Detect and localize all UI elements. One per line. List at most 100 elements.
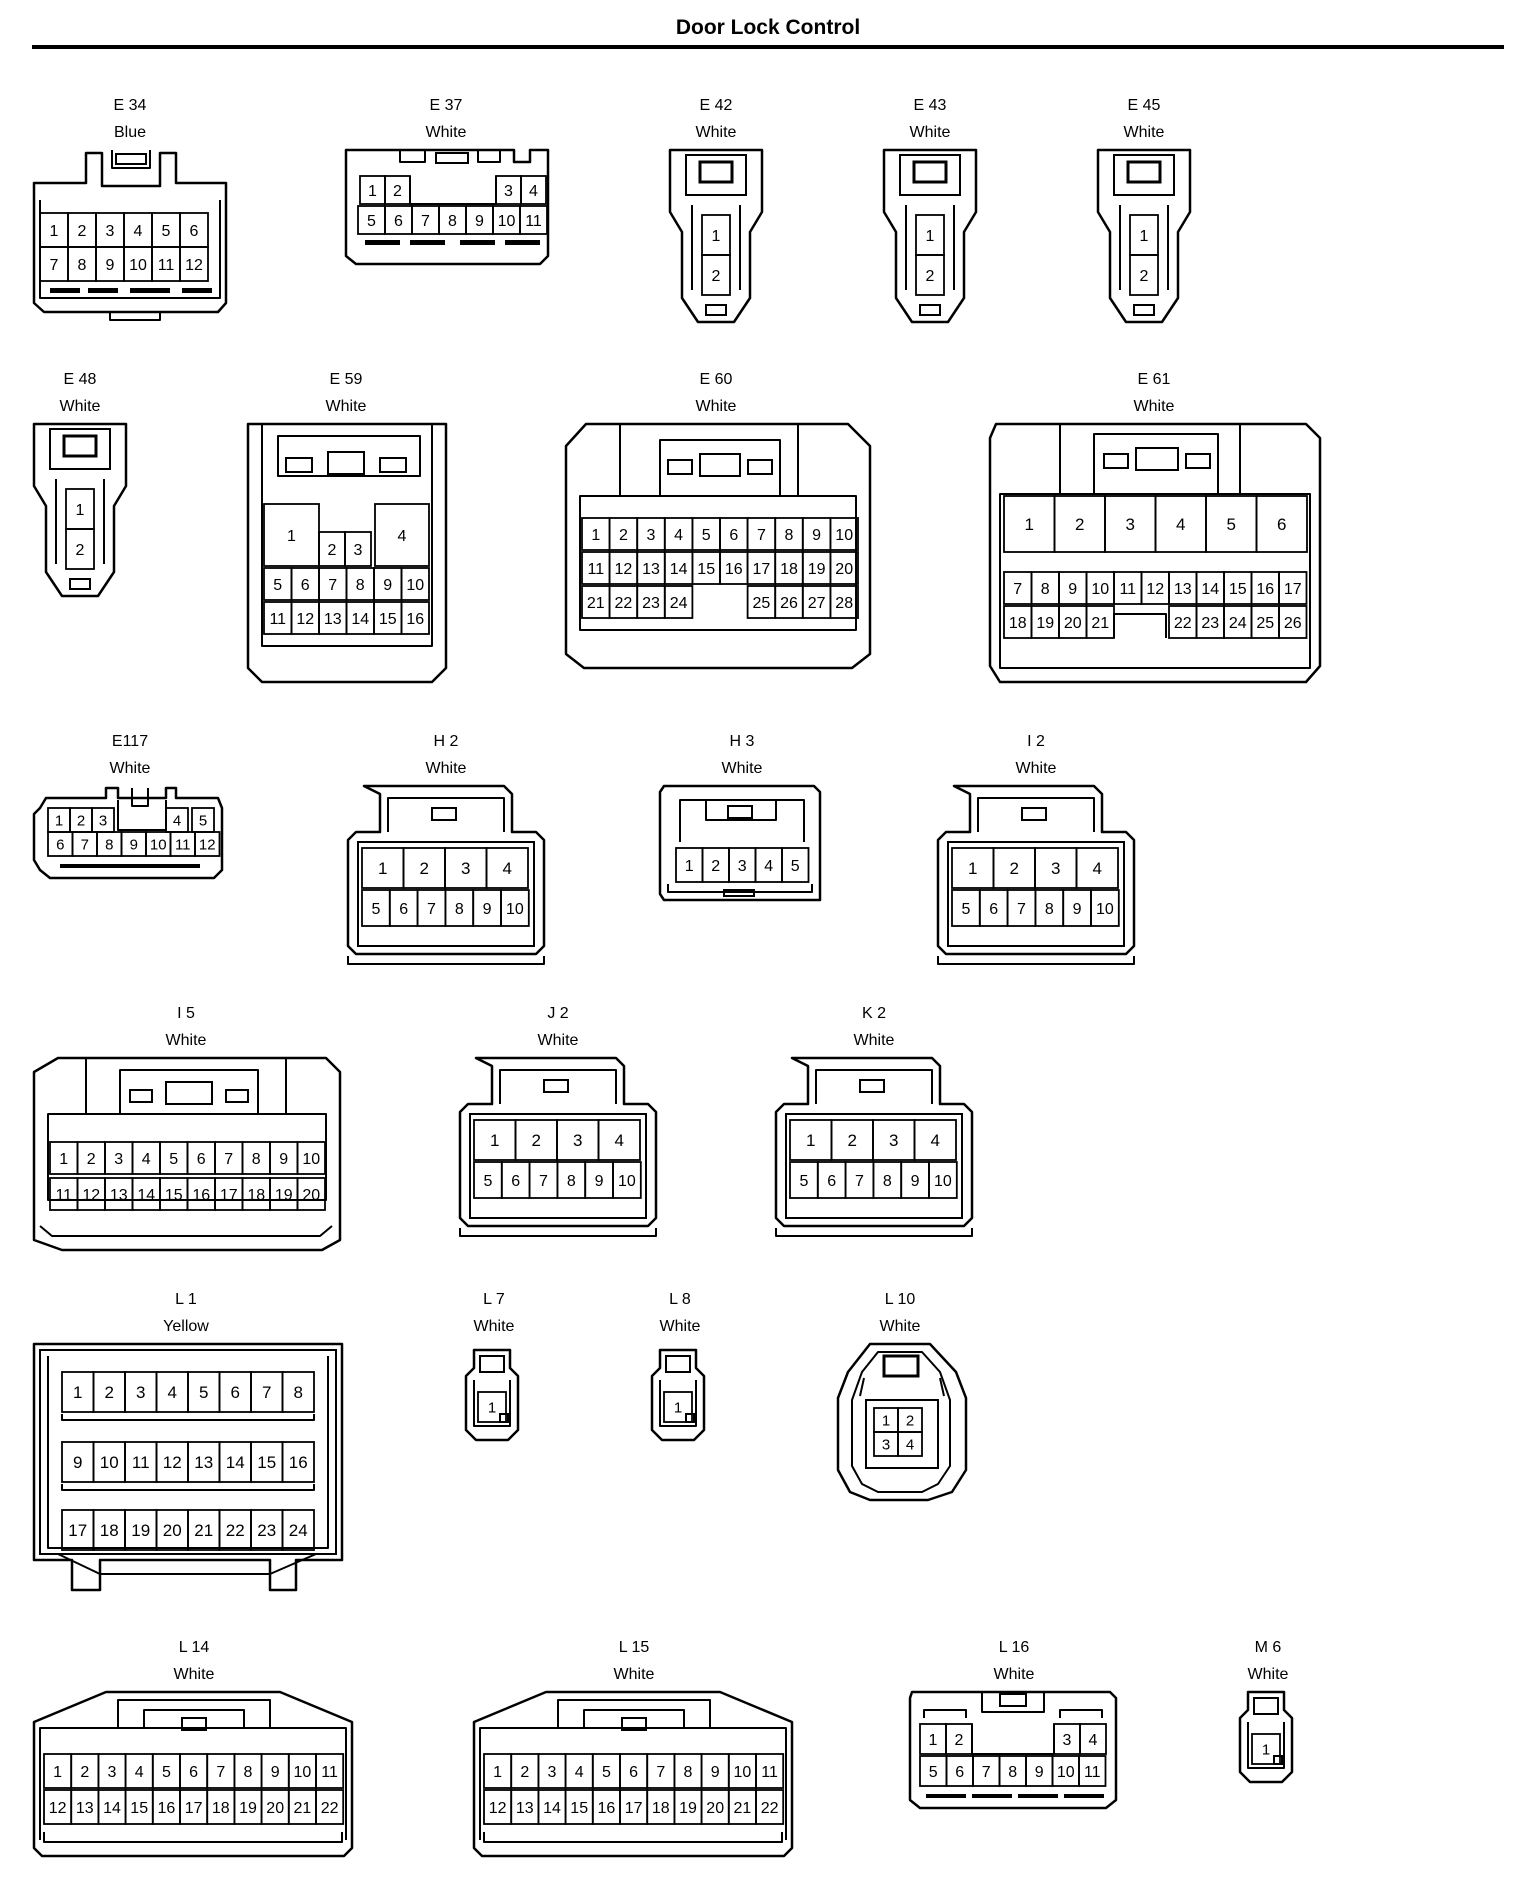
pin-number: 1 — [685, 858, 694, 875]
pin-number: 4 — [906, 1436, 914, 1453]
pin-cell: 14 — [537, 1789, 567, 1825]
pin-number: 7 — [328, 577, 337, 594]
pin-number: 9 — [383, 577, 392, 594]
pin-number: 10 — [1096, 901, 1114, 918]
pin-cell: 18 — [1003, 605, 1033, 639]
connector-color-label: White — [722, 760, 763, 777]
pin-cell: 2 — [701, 254, 731, 296]
pin-cell: 2 — [67, 212, 97, 248]
pin-cell: 10 — [1085, 571, 1115, 605]
pin-number: 8 — [356, 577, 365, 594]
connector-id-label: I 2 — [1027, 733, 1045, 750]
pin-number: 1 — [378, 859, 387, 878]
pin-number: 1 — [490, 1131, 499, 1150]
pin-cell: 17 — [1278, 571, 1308, 605]
pin-cell: 2 — [510, 1753, 540, 1789]
connector-id-label: L 10 — [885, 1291, 916, 1308]
pin-number: 17 — [68, 1521, 87, 1540]
pin-number: 10 — [294, 1764, 312, 1781]
connector-color-label: White — [994, 1666, 1035, 1683]
pin-cell: 2 — [1053, 495, 1106, 553]
pin-cell: 3 — [1034, 847, 1078, 889]
pin-number: 2 — [926, 268, 935, 285]
pin-cell: 12 — [1140, 571, 1170, 605]
pin-number: 2 — [619, 527, 628, 544]
pin-cell: 5 — [361, 889, 391, 927]
pin-number: 4 — [764, 858, 773, 875]
pin-cell: 21 — [581, 585, 611, 619]
connector-id-label: E 43 — [914, 97, 947, 114]
pin-number: 13 — [642, 561, 660, 578]
pin-cell: 2 — [830, 1119, 874, 1161]
pin-cell: 13 — [510, 1789, 540, 1825]
pin-number: 3 — [882, 1436, 890, 1453]
pin-number: 10 — [100, 1453, 119, 1472]
pin-cell: 4 — [1075, 847, 1119, 889]
connector-id-label: H 3 — [730, 733, 755, 750]
pin-number: 20 — [1064, 615, 1082, 632]
pin-number: 3 — [647, 527, 656, 544]
pin-number: 8 — [294, 1383, 303, 1402]
pin-cell: 22 — [608, 585, 639, 619]
pin-cell: 3 — [537, 1753, 567, 1789]
pin-number: 5 — [273, 577, 282, 594]
pin-cell: 9 — [260, 1753, 290, 1789]
pin-cell: 16 — [281, 1441, 315, 1483]
pin-number: 20 — [835, 561, 853, 578]
pin-cell: 12 — [483, 1789, 513, 1825]
pin-number: 13 — [194, 1453, 213, 1472]
pin-number: 5 — [199, 1383, 208, 1402]
connector-color-label: White — [880, 1318, 921, 1335]
pin-number: 26 — [1284, 615, 1302, 632]
pin-number: 20 — [163, 1521, 182, 1540]
pin-cell: 8 — [438, 205, 467, 235]
pin-number: 11 — [158, 257, 175, 274]
pin-cell: 1 — [951, 847, 995, 889]
pin-cell: 19 — [1030, 605, 1060, 639]
pin-cell: 5 — [473, 1161, 503, 1199]
pin-number: 19 — [679, 1800, 697, 1817]
pin-cell: 9 — [700, 1753, 730, 1789]
pin-cell: 3 — [1053, 1723, 1081, 1755]
pin-cell: 6 — [388, 889, 419, 927]
pin-number: 17 — [753, 561, 771, 578]
pin-number: 10 — [129, 257, 147, 274]
pin-number: 5 — [199, 812, 207, 829]
pin-cell: 10 — [287, 1753, 317, 1789]
pin-cell: 24 — [663, 585, 694, 619]
pin-cell: 5 — [691, 517, 721, 551]
pin-cell: 5 — [357, 205, 386, 235]
connector-color-label: White — [854, 1032, 895, 1049]
pin-cell: 12 — [179, 246, 209, 282]
pin-cell: 7 — [318, 567, 348, 601]
pin-cell: 7 — [416, 889, 447, 927]
pin-number: 10 — [506, 901, 524, 918]
pin-cell: 7 — [206, 1753, 236, 1789]
pin-number: 22 — [615, 595, 633, 612]
pin-number: 5 — [371, 901, 380, 918]
pin-cell: 3 — [1104, 495, 1157, 553]
connector-color-label: White — [426, 760, 467, 777]
pin-cell: 19 — [673, 1789, 703, 1825]
pin-number: 4 — [134, 223, 143, 240]
pin-cell: 15 — [373, 601, 403, 635]
pin-number: 11 — [525, 213, 542, 230]
pin-number: 9 — [1073, 901, 1082, 918]
pin-number: 4 — [135, 1764, 144, 1781]
pin-cell: 2 — [897, 1407, 923, 1433]
pin-number: 2 — [1010, 859, 1019, 878]
pin-number: 12 — [615, 561, 633, 578]
pin-number: 1 — [287, 528, 296, 545]
pin-number: 16 — [289, 1453, 308, 1472]
pin-cell: 9 — [472, 889, 502, 927]
pin-cell: 10 — [1090, 889, 1120, 927]
pin-number: 9 — [130, 836, 138, 853]
pin-cell: 10 — [123, 246, 153, 282]
pin-cell: 3 — [728, 847, 757, 883]
pin-cell: 1 — [477, 1391, 507, 1423]
pin-number: 27 — [808, 595, 826, 612]
